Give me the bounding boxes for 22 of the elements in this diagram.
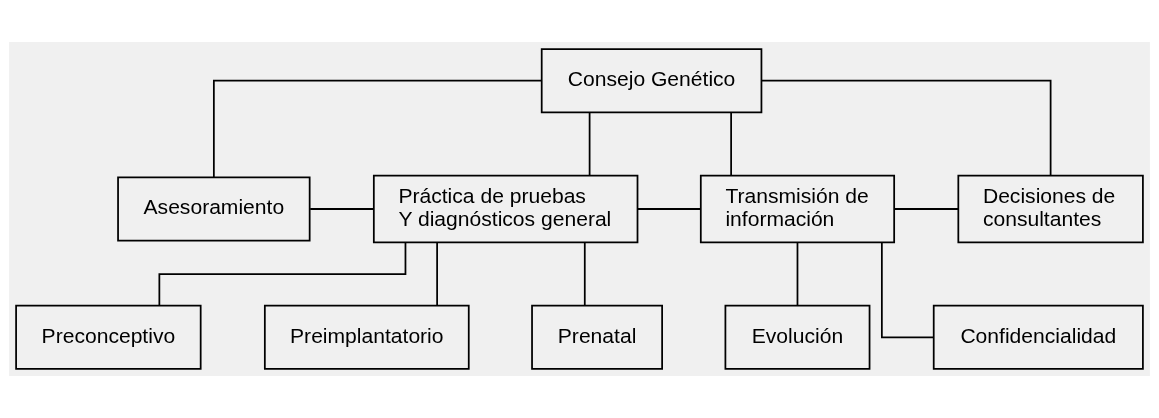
node-box: Prenatal (531, 304, 663, 370)
connector (796, 241, 799, 307)
connector (436, 241, 438, 307)
connector (730, 111, 732, 177)
node-box: Evolución (724, 304, 871, 370)
node-box: Práctica de pruebas Y diagnósticos general (372, 174, 639, 244)
connector (881, 241, 934, 339)
node-box: Consejo Genético (540, 48, 763, 114)
node-box: Asesoramiento (117, 176, 311, 242)
connector (760, 79, 1052, 177)
node-box: Confidencialidad (932, 304, 1144, 370)
connector (893, 208, 960, 210)
connector (158, 242, 407, 306)
connector (637, 208, 702, 210)
node-box: Preconceptivo (15, 304, 202, 370)
connector (213, 79, 543, 179)
node-box: Decisiones de consultantes (957, 174, 1144, 244)
node-box: Preimplantatorio (263, 304, 470, 370)
connector (309, 208, 375, 210)
node-box: Transmisión de información (699, 174, 896, 244)
connector (588, 111, 591, 177)
connector (583, 241, 586, 307)
